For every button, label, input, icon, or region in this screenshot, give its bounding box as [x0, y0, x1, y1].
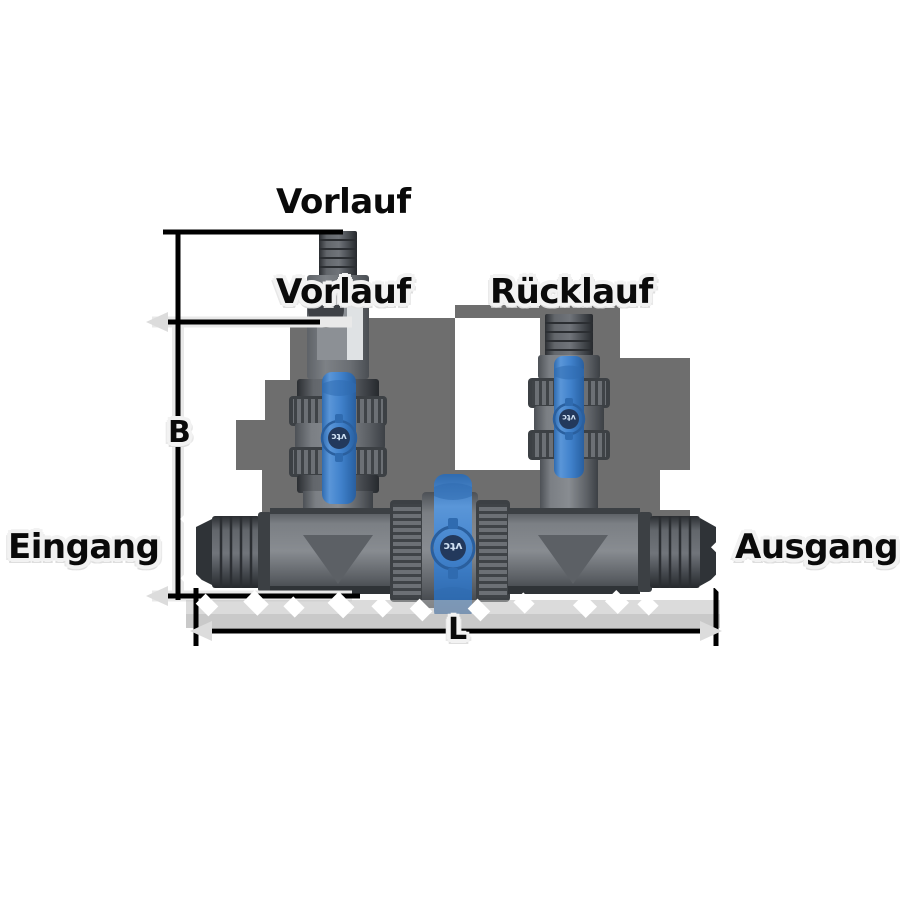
dimension-label-l: L [448, 612, 467, 647]
main-valve-handle[interactable]: vtc [430, 474, 476, 622]
vorlauf-handle[interactable]: vtc [320, 372, 358, 504]
svg-text:vtc: vtc [331, 431, 347, 441]
vorlauf-hose-tail [319, 231, 357, 277]
ruecklauf-branch: vtc [528, 314, 610, 519]
main-valve-handle-logo: vtc [440, 535, 466, 561]
ruecklauf-handle-logo: vtc [559, 409, 579, 429]
inlet-hose-tail [196, 512, 272, 592]
main-valve-right-nut [476, 500, 510, 602]
label-vorlauf-title: Vorlauf [276, 182, 411, 222]
label-eingang: Eingang [8, 527, 160, 567]
tee-right-barrel [508, 508, 640, 594]
svg-text:vtc: vtc [562, 413, 576, 422]
tee-left-barrel [270, 508, 392, 594]
ruecklauf-handle[interactable]: vtc [552, 356, 586, 478]
dimension-label-b: B [168, 415, 191, 450]
label-ruecklauf: Rücklauf [490, 272, 653, 312]
vorlauf-branch: vtc [289, 231, 387, 543]
label-vorlauf-valve: Vorlauf [276, 272, 411, 312]
speckle-overlay [180, 496, 736, 622]
main-valve-left-nut [390, 500, 424, 602]
outlet-hose-tail [638, 512, 716, 592]
label-ausgang: Ausgang [735, 527, 899, 567]
ruecklauf-hose-tail [545, 314, 593, 356]
main-horizontal-run: vtc [196, 474, 716, 622]
vorlauf-handle-logo: vtc [328, 427, 350, 449]
svg-text:vtc: vtc [444, 540, 463, 553]
